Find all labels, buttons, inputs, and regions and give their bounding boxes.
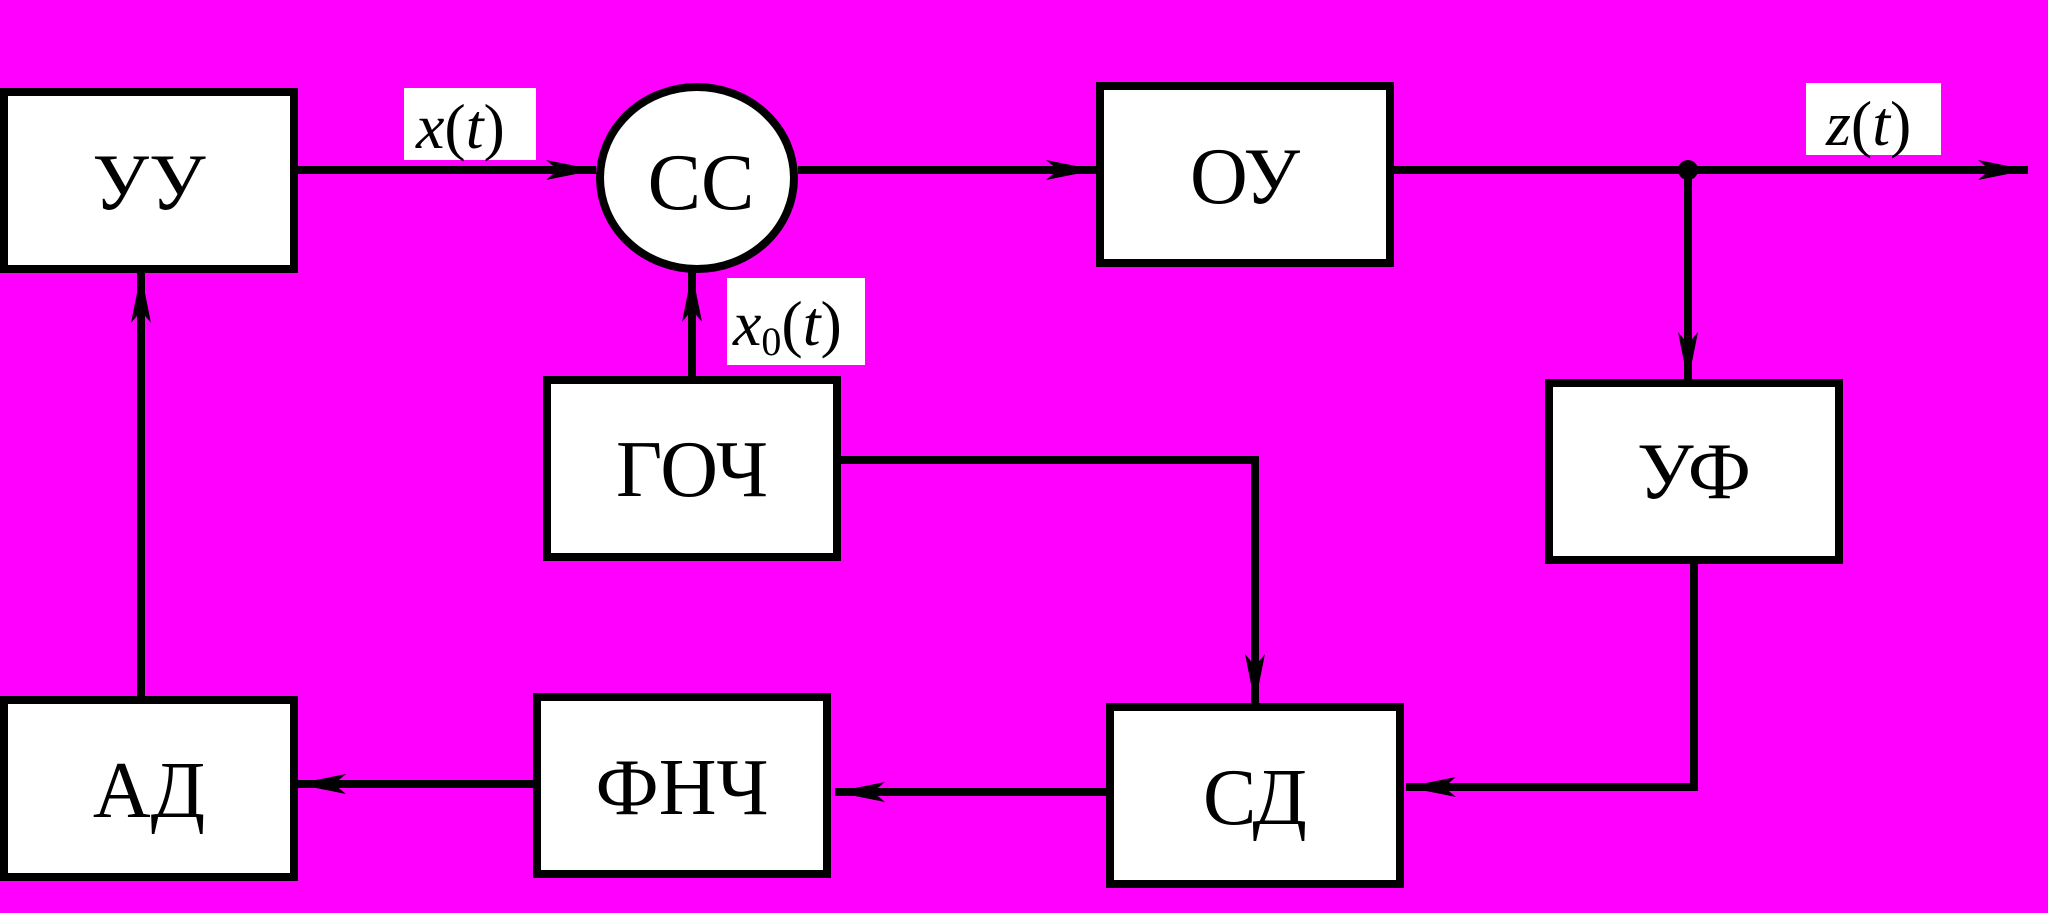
signal-x0: x0(t): [727, 278, 865, 365]
edge-uf-to-sd: [1406, 561, 1698, 797]
signal-x-close: ): [484, 91, 505, 162]
signal-z: z(t): [1806, 83, 1941, 159]
block-uf-label: УФ: [1637, 428, 1751, 516]
block-sd: СД: [1106, 703, 1404, 888]
block-ad: АД: [0, 696, 298, 881]
signal-x0-open: (: [781, 288, 802, 359]
signal-x0-arg: t: [803, 288, 823, 359]
signal-z-arg: t: [1872, 88, 1892, 159]
block-ad-label: АД: [93, 747, 205, 835]
block-fnch-label: ФНЧ: [596, 744, 769, 832]
block-ou-label: ОУ: [1190, 133, 1300, 221]
svg-text:z(t): z(t): [1825, 88, 1911, 159]
signal-x0-sub: 0: [761, 319, 781, 364]
branch-point: [1678, 160, 1698, 180]
block-uf: УФ: [1545, 379, 1843, 564]
svg-text:x(t): x(t): [415, 91, 505, 162]
block-ss-label: СС: [648, 139, 755, 227]
block-ou: ОУ: [1096, 82, 1394, 267]
block-sd-label: СД: [1203, 754, 1307, 842]
signal-z-open: (: [1851, 88, 1872, 159]
signal-x0-var: x: [732, 288, 761, 359]
signal-x: x(t): [404, 88, 536, 162]
edge-goch-to-sd: [840, 456, 1265, 704]
block-goch: ГОЧ: [543, 376, 841, 561]
signal-z-close: ): [1890, 88, 1911, 159]
signal-x-arg: t: [466, 91, 486, 162]
block-ss: СС: [596, 83, 798, 273]
block-fnch: ФНЧ: [533, 693, 831, 878]
block-uu: УУ: [0, 88, 298, 273]
signal-x-var: x: [415, 91, 444, 162]
block-uu-label: УУ: [92, 139, 206, 227]
signal-z-var: z: [1825, 88, 1851, 159]
block-goch-label: ГОЧ: [616, 426, 768, 514]
signal-x0-close: ): [821, 288, 842, 359]
signal-x-open: (: [444, 91, 465, 162]
svg-text:x0(t): x0(t): [732, 288, 842, 364]
